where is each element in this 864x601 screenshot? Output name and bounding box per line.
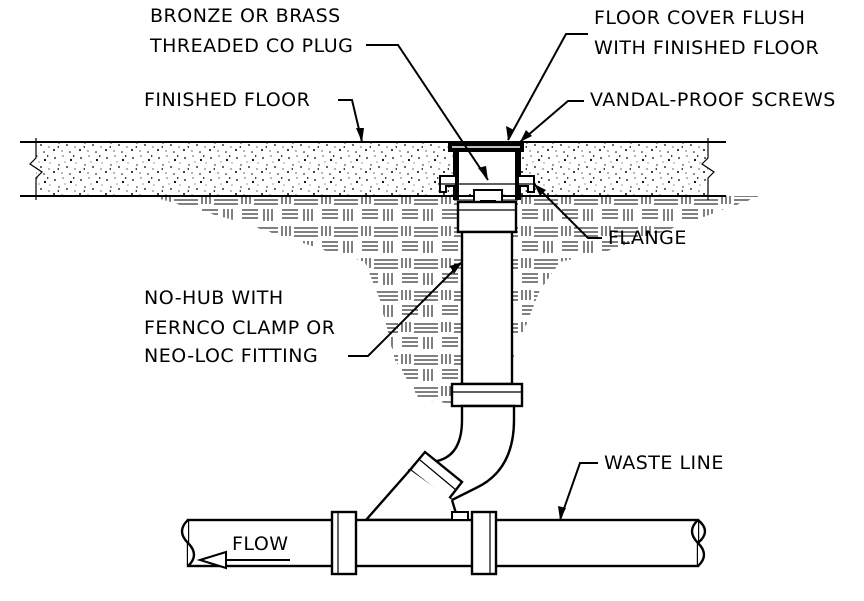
waste-line-label: WASTE LINE <box>604 452 724 474</box>
co-plug-label-line2: THREADED CO PLUG <box>150 35 354 57</box>
finished-floor-label: FINISHED FLOOR <box>144 89 311 111</box>
floor-cover-label-line2: WITH FINISHED FLOOR <box>594 37 820 59</box>
flow-label: FLOW <box>232 533 289 555</box>
nohub-label-line3: NEO-LOC FITTING <box>144 345 319 367</box>
concrete-slab <box>20 138 726 200</box>
nohub-label-line2: FERNCO CLAMP OR <box>144 317 336 339</box>
flange-label: FLANGE <box>608 227 687 249</box>
co-plug-label-line1: BRONZE OR BRASS <box>150 5 341 27</box>
nohub-label-line1: NO-HUB WITH <box>144 287 284 309</box>
riser-pipe <box>450 230 524 408</box>
floor-cover-label-line1: FLOOR COVER FLUSH <box>594 7 806 29</box>
bend-fitting <box>363 404 516 522</box>
waste-line-pipe <box>180 510 707 576</box>
leader-lines <box>338 33 602 521</box>
flow-arrow <box>196 550 290 570</box>
cleanout-body <box>438 142 536 234</box>
vandal-proof-label: VANDAL-PROOF SCREWS <box>590 89 836 111</box>
